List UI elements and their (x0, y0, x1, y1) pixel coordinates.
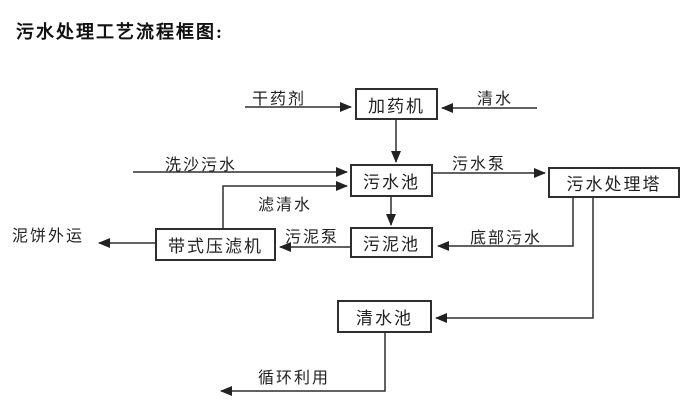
node-sewage-treatment-tower: 污水处理塔 (548, 167, 680, 198)
edge-label-sand-washing-sewage: 洗沙污水 (165, 157, 238, 174)
edge-label-sewage-pump: 污水泵 (452, 156, 507, 173)
arrow-recycle-use (220, 333, 386, 396)
edge-label-filtered-water: 滤清水 (258, 197, 313, 214)
edge-label-clean-water: 清水 (477, 91, 514, 108)
node-clean-water-pool: 清水池 (337, 300, 432, 333)
page-title: 污水处理工艺流程框图: (16, 22, 224, 42)
edge-label-mud-cake-out: 泥饼外运 (12, 228, 85, 245)
edge-label-recycle-use: 循环利用 (258, 370, 331, 387)
edge-label-dry-agent: 干药剂 (252, 91, 307, 108)
node-sewage-pool: 污水池 (350, 164, 433, 197)
arrow-bottom-sewage-to-sludge-pool (437, 198, 574, 251)
node-dosing-machine: 加药机 (355, 88, 438, 120)
edge-label-sludge-pump: 污泥泵 (285, 229, 340, 246)
node-belt-filter-press: 带式压滤机 (155, 228, 276, 261)
arrow-tower-to-clean-water-pool (435, 198, 594, 323)
arrow-filtered-water-to-sewage-pool (222, 181, 348, 228)
node-sludge-pool: 污泥池 (350, 227, 433, 258)
edge-label-bottom-sewage: 底部污水 (470, 230, 543, 247)
